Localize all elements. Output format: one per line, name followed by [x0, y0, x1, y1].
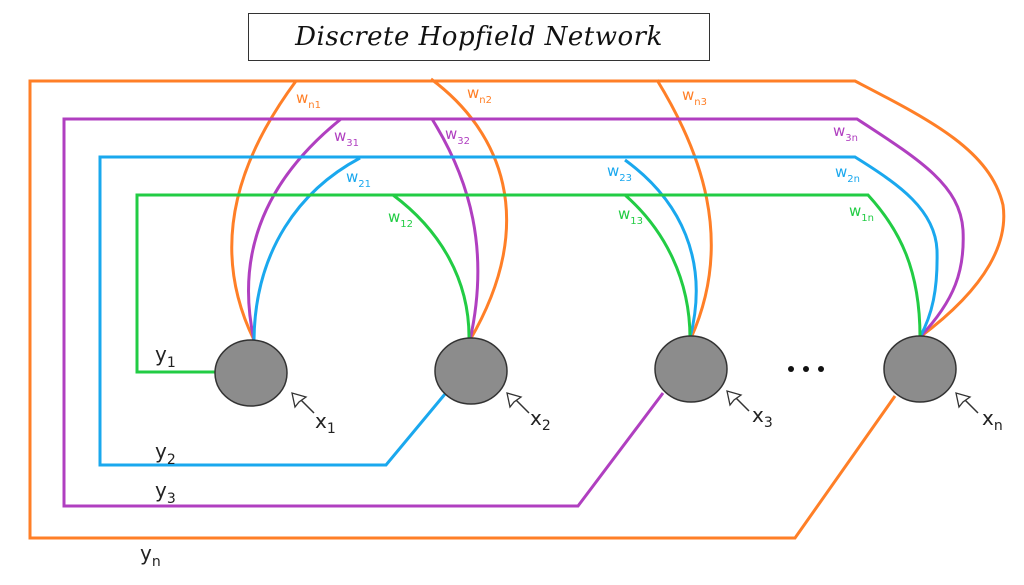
feedback-line-yn — [28, 77, 1006, 540]
input-arrow-icon — [955, 392, 979, 414]
output-label-y3: y3 — [155, 478, 176, 507]
weight-curve-wn1 — [230, 80, 298, 341]
weight-curve-w13 — [624, 193, 692, 339]
weight-label-wn2: wn2 — [467, 84, 492, 106]
weight-label-wn1: wn1 — [296, 89, 321, 111]
input-label-2: x2 — [530, 406, 551, 434]
ellipsis-dot — [803, 366, 809, 372]
weight-label-w2n: w2n — [835, 163, 860, 185]
weight-curve-w21 — [252, 156, 361, 341]
weight-label-w23: w23 — [607, 162, 632, 184]
output-label-yn: yn — [140, 541, 161, 570]
feedback-line-y1 — [135, 193, 922, 374]
input-label-n: xn — [982, 406, 1003, 434]
node-1 — [214, 339, 288, 407]
output-label-y1: y1 — [155, 342, 176, 371]
feedback-frame-y2 — [98, 155, 939, 467]
ellipsis-dots — [788, 366, 824, 372]
weight-label-w13: w13 — [618, 205, 643, 227]
feedback-frame-yn — [28, 79, 1006, 540]
weight-curve-wn2 — [430, 77, 509, 341]
feedback-line-y3 — [62, 117, 965, 508]
weight-label-wn3: wn3 — [682, 86, 707, 108]
input-arrow-icon — [506, 392, 530, 414]
weight-curve-w32 — [430, 118, 480, 341]
input-label-1: x1 — [315, 409, 336, 437]
weight-curve-w12 — [392, 193, 471, 341]
feedback-frame-y3 — [62, 117, 965, 508]
node-3 — [654, 335, 728, 403]
weight-label-w3n: w3n — [833, 122, 858, 144]
title-box: Discrete Hopfield Network — [248, 13, 710, 61]
ellipsis-dot — [818, 366, 824, 372]
input-arrow-icon — [291, 392, 315, 414]
weight-curve-w23 — [624, 158, 698, 339]
weight-curve-w31 — [247, 117, 342, 341]
input-label-3: x3 — [752, 403, 773, 431]
node-2 — [434, 337, 508, 405]
weight-label-w21: w21 — [346, 168, 371, 190]
diagram-title: Discrete Hopfield Network — [295, 22, 663, 52]
weight-label-w31: w31 — [334, 127, 359, 149]
feedback-frame-y1 — [135, 193, 922, 374]
output-label-y2: y2 — [155, 439, 176, 468]
weight-curve-wn3 — [655, 79, 713, 339]
weight-label-w32: w32 — [445, 125, 470, 147]
node-n — [883, 335, 957, 403]
feedback-line-y2 — [98, 155, 939, 467]
input-arrow-icon — [726, 390, 750, 412]
weight-label-w1n: w1n — [849, 202, 874, 224]
weight-label-w12: w12 — [388, 208, 413, 230]
ellipsis-dot — [788, 366, 794, 372]
